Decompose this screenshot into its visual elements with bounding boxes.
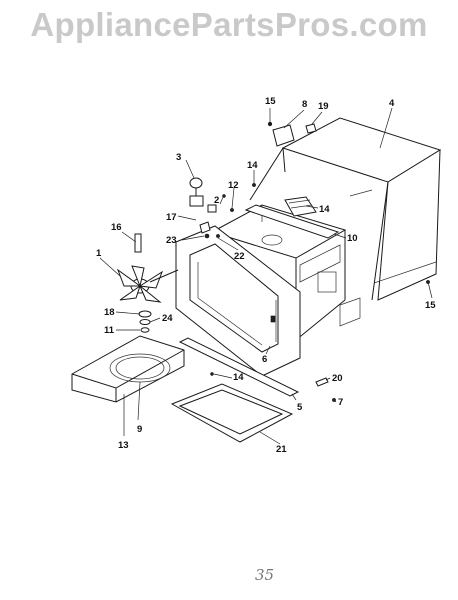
callout-14-upper: 14 bbox=[247, 160, 258, 171]
callout-7: 7 bbox=[338, 397, 343, 408]
bracket-10 bbox=[244, 204, 340, 239]
callout-21: 21 bbox=[276, 444, 287, 455]
front-strip-5 bbox=[178, 337, 300, 397]
callout-18: 18 bbox=[104, 307, 115, 318]
screws bbox=[122, 121, 430, 402]
callout-5: 5 bbox=[297, 402, 303, 413]
callout-11: 11 bbox=[104, 325, 115, 336]
callout-labels: 15 8 19 4 3 14 2 12 17 23 22 14 10 16 1 … bbox=[96, 96, 436, 455]
callout-8: 8 bbox=[302, 99, 307, 110]
page-number-mark: 35 bbox=[255, 566, 275, 584]
leader-lines bbox=[99, 107, 433, 445]
pin-20 bbox=[315, 377, 329, 387]
callout-16: 16 bbox=[111, 222, 122, 233]
callout-3: 3 bbox=[176, 152, 181, 163]
hub-washers bbox=[138, 310, 152, 333]
shaft-16 bbox=[134, 233, 142, 253]
control-bracket bbox=[284, 196, 317, 217]
callout-1: 1 bbox=[96, 248, 102, 259]
watermark-logo-text: AppliancePartsPros.com bbox=[30, 6, 428, 43]
callout-9: 9 bbox=[137, 424, 142, 435]
callout-14-lower: 14 bbox=[233, 372, 244, 383]
callout-2: 2 bbox=[214, 195, 219, 206]
stirrer-motor-parts bbox=[189, 177, 220, 239]
front-frame bbox=[175, 225, 301, 377]
label-plate-8 bbox=[272, 124, 295, 147]
callout-13: 13 bbox=[118, 440, 129, 451]
callout-12: 12 bbox=[228, 180, 239, 191]
callout-24: 24 bbox=[162, 313, 173, 324]
callout-20: 20 bbox=[332, 373, 343, 384]
drip-tray-21 bbox=[170, 383, 294, 443]
outer-cabinet-wrapper bbox=[249, 117, 442, 301]
callout-10: 10 bbox=[347, 233, 358, 244]
callout-15-top: 15 bbox=[265, 96, 276, 107]
oven-cavity-shell bbox=[210, 204, 361, 341]
callout-23: 23 bbox=[166, 235, 177, 246]
callout-17: 17 bbox=[166, 212, 177, 223]
callout-14-bracket: 14 bbox=[319, 204, 330, 215]
clip-19 bbox=[305, 123, 317, 134]
callout-19: 19 bbox=[318, 101, 329, 112]
blower-fan bbox=[116, 265, 179, 303]
callout-4: 4 bbox=[389, 98, 395, 109]
callout-15-right: 15 bbox=[425, 300, 436, 311]
callout-22: 22 bbox=[234, 251, 245, 262]
callout-6: 6 bbox=[262, 354, 267, 365]
bottom-plate-9 bbox=[71, 335, 185, 403]
